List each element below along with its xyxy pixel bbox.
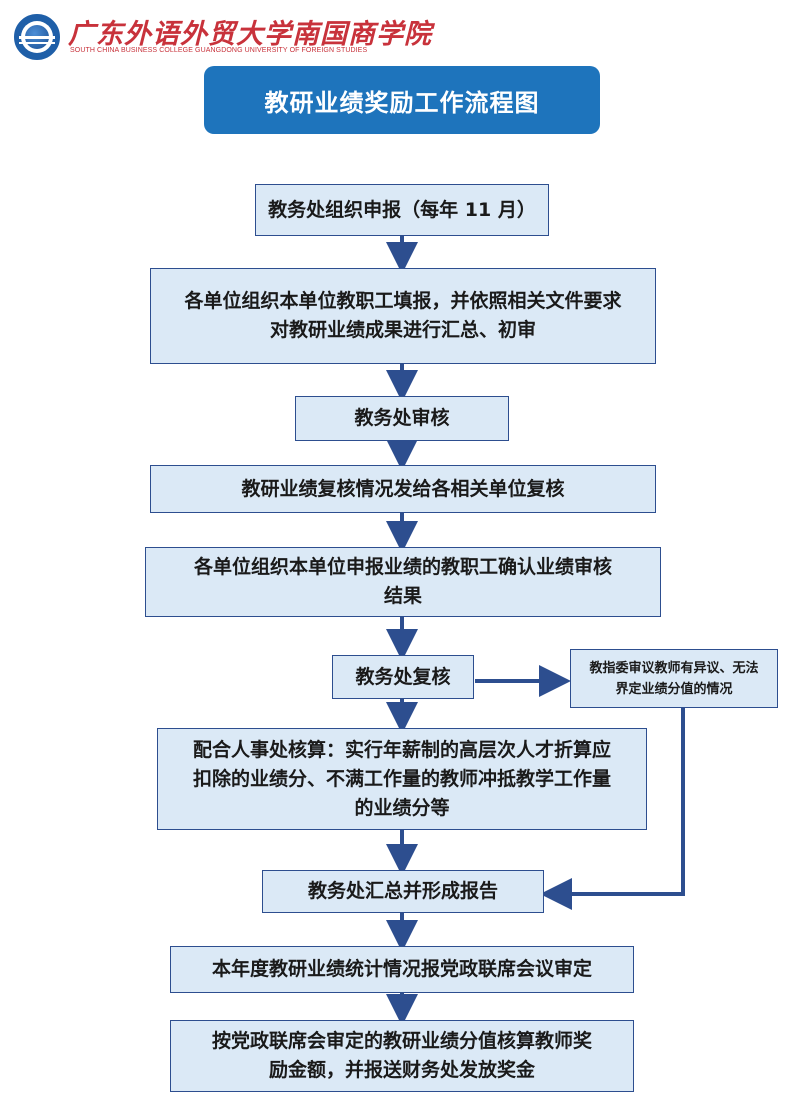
step-3-line-1: 教务处审核 [354,407,450,429]
arrow-note-to-step8 [540,708,685,910]
school-logo [14,14,60,60]
step-1-box: 教务处组织申报（每年 11 月） [255,184,549,236]
step-4-line-1: 教研业绩复核情况发给各相关单位复核 [241,477,565,500]
objection-note-line-1: 教指委审议教师有异议、无法 [589,660,759,676]
step-1-line-1: 教务处组织申报（每年 11 月） [268,198,536,221]
step-7-line-1: 配合人事处核算：实行年薪制的高层次人才折算应 [192,738,611,761]
step-7-box: 配合人事处核算：实行年薪制的高层次人才折算应 扣除的业绩分、不满工作量的教师冲抵… [157,728,647,830]
step-2-box: 各单位组织本单位教职工填报，并依照相关文件要求 对教研业绩成果进行汇总、初审 [150,268,656,364]
step-7-line-2: 扣除的业绩分、不满工作量的教师冲抵教学工作量 [192,767,611,790]
step-6-box: 教务处复核 [332,655,474,699]
school-name-english: SOUTH CHINA BUSINESS COLLEGE GUANGDONG U… [70,47,368,54]
step-2-line-2: 对教研业绩成果进行汇总、初审 [269,319,536,341]
step-10-line-2: 励金额，并报送财务处发放奖金 [268,1059,535,1081]
logo-band-secondary [19,42,55,44]
step-2-line-1: 各单位组织本单位教职工填报，并依照相关文件要求 [184,290,622,312]
school-name-chinese: 广东外语外贸大学南国商学院 [68,19,432,50]
step-9-line-1: 本年度教研业绩统计情况报党政联席会议审定 [211,958,592,980]
objection-note-line-2: 界定业绩分值的情况 [615,681,733,697]
step-10-line-1: 按党政联席会审定的教研业绩分值核算教师奖 [211,1030,592,1052]
step-5-line-1: 各单位组织本单位申报业绩的教职工确认业绩审核 [193,556,612,578]
step-9-box: 本年度教研业绩统计情况报党政联席会议审定 [170,946,634,993]
flowchart-title: 教研业绩奖励工作流程图 [204,66,600,134]
step-3-box: 教务处审核 [295,396,509,441]
logo-band [19,36,55,39]
step-4-box: 教研业绩复核情况发给各相关单位复核 [150,465,656,513]
step-6-line-1: 教务处复核 [355,665,451,688]
step-7-line-3: 的业绩分等 [354,796,450,819]
objection-note-box: 教指委审议教师有异议、无法 界定业绩分值的情况 [570,649,778,708]
step-5-box: 各单位组织本单位申报业绩的教职工确认业绩审核 结果 [145,547,661,617]
step-8-line-1: 教务处汇总并形成报告 [307,880,498,902]
step-10-box: 按党政联席会审定的教研业绩分值核算教师奖 励金额，并报送财务处发放奖金 [170,1020,634,1092]
step-8-box: 教务处汇总并形成报告 [262,870,544,913]
step-5-line-2: 结果 [383,585,422,607]
